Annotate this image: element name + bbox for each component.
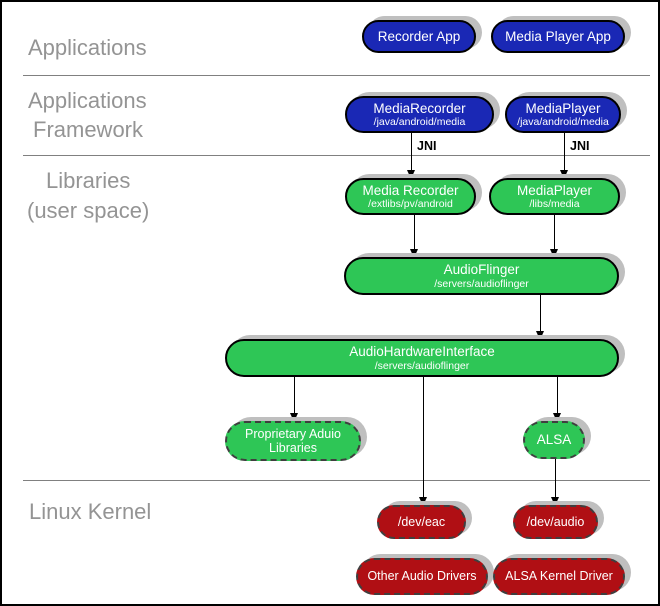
layer-label-linux-kernel: Linux Kernel [29, 499, 152, 524]
edge-hwinterface-proprietary-arrowhead-icon [290, 413, 298, 422]
node-audioflinger: AudioFlinger /servers/audioflinger [344, 257, 619, 295]
node-media-player-app: Media Player App [491, 20, 625, 53]
jni-label-right: JNI [570, 139, 590, 153]
edge-hwinterface-deveac-line [423, 377, 424, 497]
node-title: Other Audio Drivers [367, 569, 477, 584]
edge-hwinterface-proprietary-line [294, 377, 295, 413]
divider-framework-libraries [23, 155, 650, 156]
node-recorder-app: Recorder App [362, 20, 476, 53]
edge-audioflinger-hwinterface-line [540, 295, 541, 331]
node-title: /dev/audio [526, 514, 585, 529]
jni-label-left: JNI [417, 139, 437, 153]
node-title: MediaRecorder [373, 100, 466, 116]
edge-mediaplayerlib-audioflinger-line [554, 215, 555, 249]
node-title: Media Recorder [362, 182, 459, 198]
node-title: /dev/eac [397, 514, 446, 529]
edge-mediaplayer-jni-line [564, 133, 565, 170]
edge-mediarecorderlib-audioflinger-line [414, 215, 415, 249]
layer-label-libraries-line1: Libraries [46, 168, 131, 193]
node-title: AudioFlinger [443, 262, 520, 278]
node-alsa-kernel-driver: ALSA Kernel Driver [493, 558, 625, 595]
node-title: ALSA Kernel Driver [505, 569, 613, 584]
edge-hwinterface-deveac-arrowhead-icon [419, 497, 427, 506]
edge-hwinterface-alsa-arrowhead-icon [553, 413, 561, 422]
node-other-audio-drivers: Other Audio Drivers [356, 558, 488, 595]
node-path: /java/android/media [373, 116, 466, 129]
node-proprietary-audio-libraries: Proprietary Aduio Libraries [225, 421, 361, 461]
node-path: /extlibs/pv/android [368, 198, 453, 211]
edge-audioflinger-hwinterface-arrowhead-icon [536, 331, 544, 340]
node-mediaplayer-framework: MediaPlayer /java/android/media [505, 96, 621, 133]
divider-libraries-kernel [23, 480, 650, 481]
node-media-recorder-lib: Media Recorder /extlibs/pv/android [345, 178, 476, 215]
node-audiohardwareinterface: AudioHardwareInterface /servers/audiofli… [225, 339, 619, 377]
layer-label-libraries-line2: (user space) [27, 198, 150, 223]
edge-mediaplayerlib-audioflinger-arrowhead-icon [550, 249, 558, 258]
node-title: Recorder App [377, 28, 461, 44]
edge-mediarecorder-jni-arrowhead-icon [407, 170, 415, 179]
layer-label-framework-line1: Applications [28, 88, 147, 113]
edge-alsa-devaudio-line [555, 459, 556, 497]
node-path: /libs/media [529, 198, 580, 211]
node-mediaplayer-lib: MediaPlayer /libs/media [489, 178, 620, 215]
node-title: Media Player App [505, 28, 611, 44]
node-title: MediaPlayer [525, 100, 601, 116]
node-dev-eac: /dev/eac [377, 505, 466, 539]
node-path: /servers/audioflinger [434, 277, 529, 290]
node-alsa: ALSA [523, 421, 585, 459]
node-path: /servers/audioflinger [374, 359, 470, 372]
node-path: /java/android/media [517, 116, 609, 129]
node-title: AudioHardwareInterface [349, 344, 495, 360]
layer-label-framework-line2: Framework [33, 117, 144, 142]
node-title: Proprietary Aduio Libraries [245, 426, 341, 455]
edge-hwinterface-alsa-line [557, 377, 558, 413]
edge-mediarecorderlib-audioflinger-arrowhead-icon [410, 249, 418, 258]
divider-applications-framework [23, 75, 650, 76]
layer-label-applications: Applications [28, 35, 147, 60]
edge-mediarecorder-jni-line [411, 133, 412, 170]
node-dev-audio: /dev/audio [513, 505, 598, 539]
edge-alsa-devaudio-arrowhead-icon [551, 497, 559, 506]
node-mediarecorder-framework: MediaRecorder /java/android/media [345, 96, 494, 133]
node-title: ALSA [536, 432, 572, 448]
edge-mediaplayer-jni-arrowhead-icon [560, 170, 568, 179]
node-title: MediaPlayer [516, 182, 593, 198]
